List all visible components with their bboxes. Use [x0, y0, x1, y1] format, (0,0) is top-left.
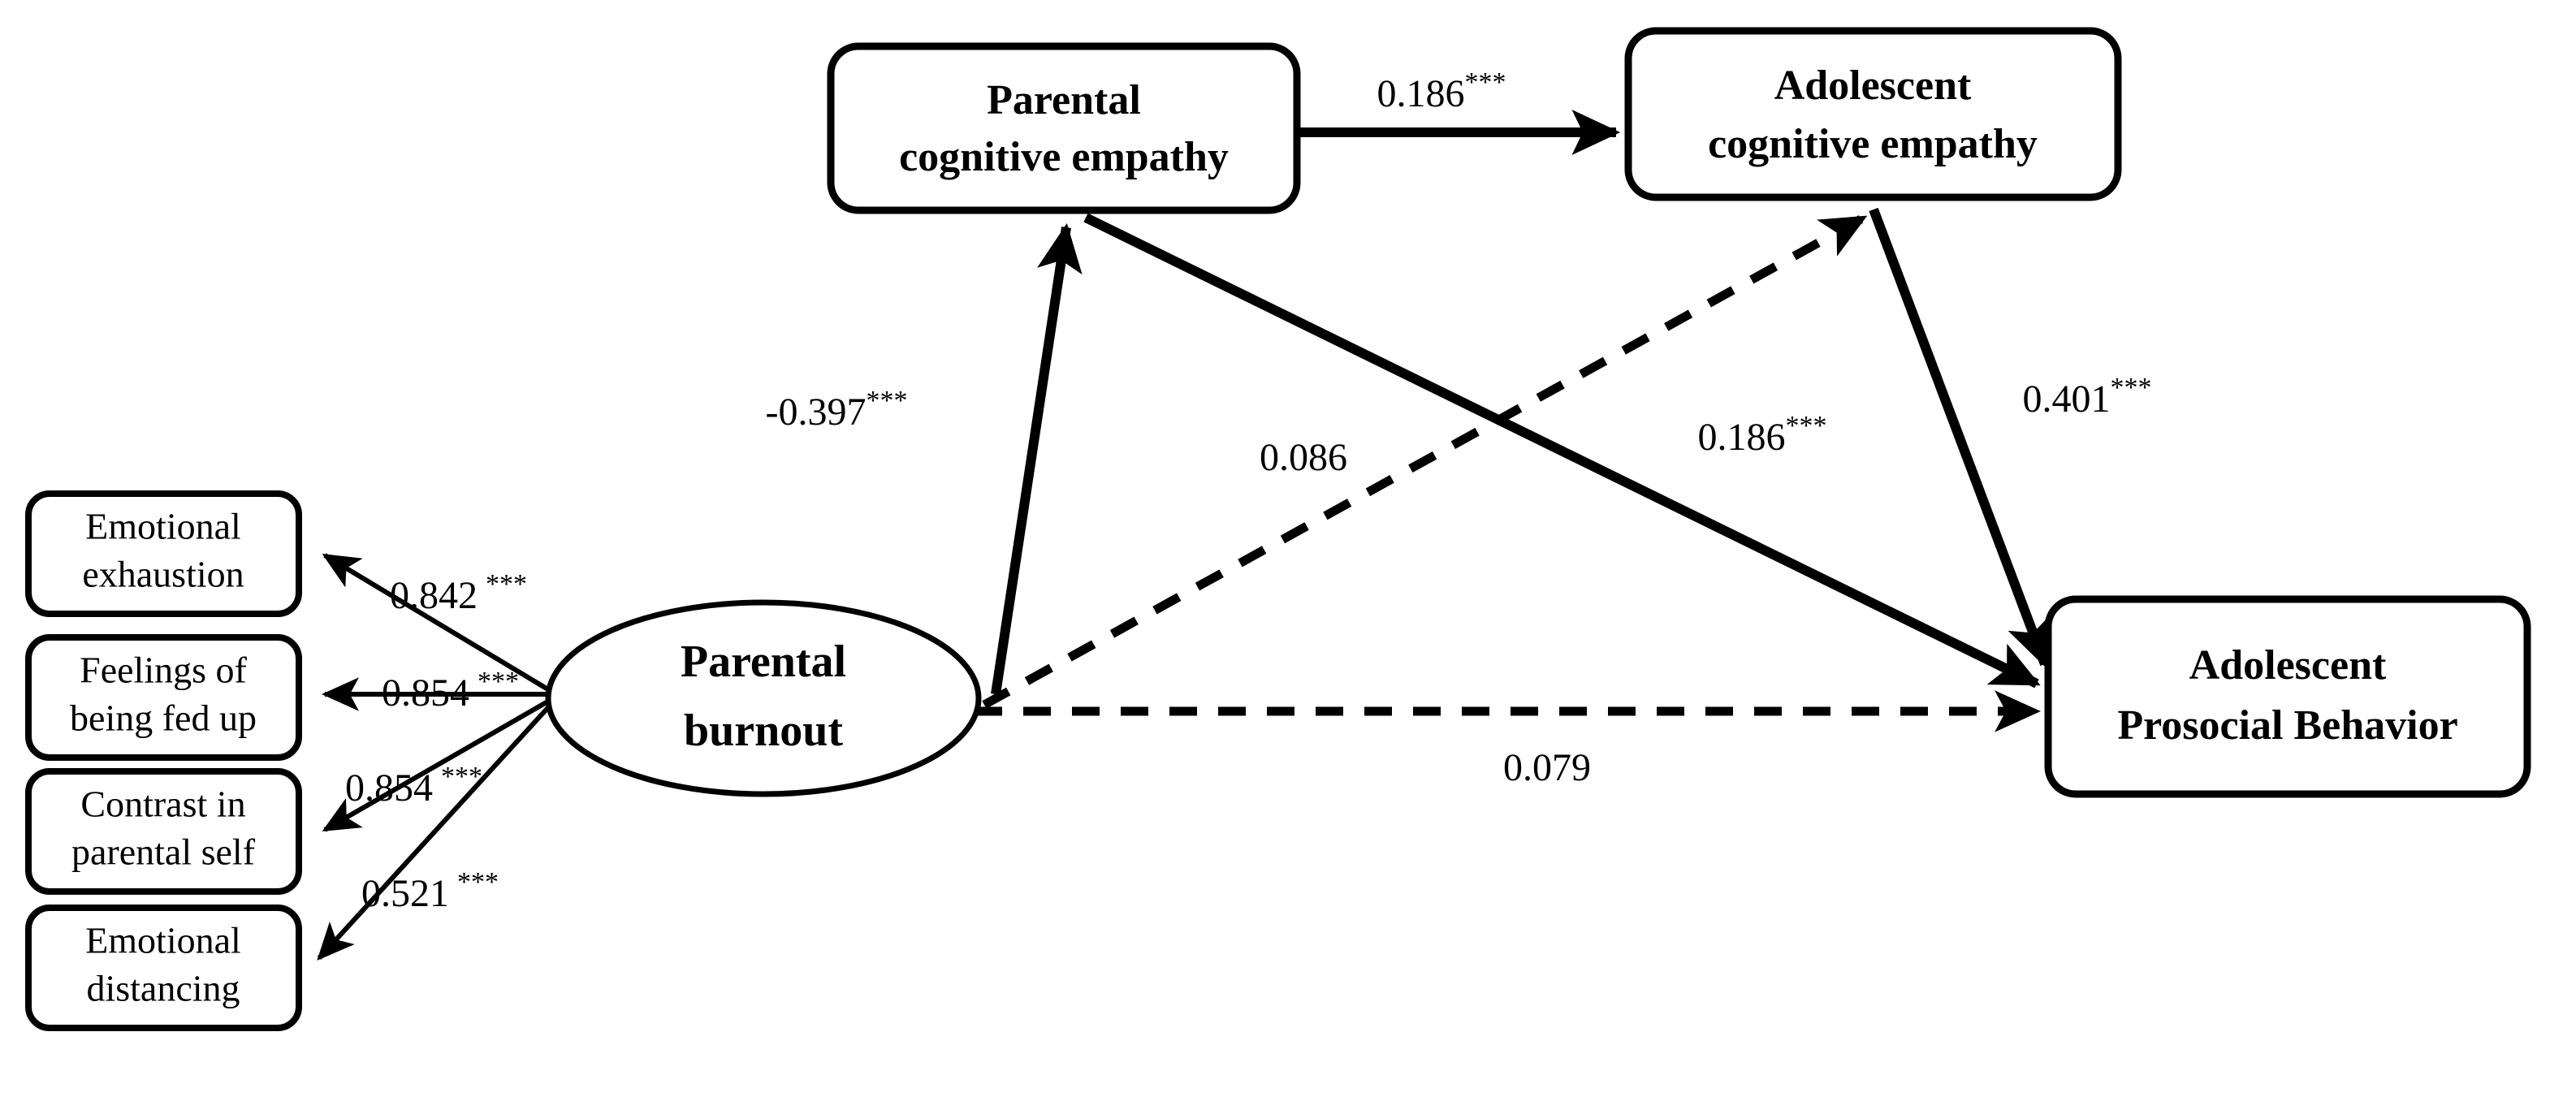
loading-arrow-contrast-parental-self — [322, 697, 552, 832]
node-parental-cognitive-empathy[interactable] — [827, 42, 1301, 214]
node-contrast-in-parental-self[interactable] — [25, 768, 302, 895]
node-adolescent-prosocial-behavior-line1: Adolescent — [2189, 642, 2387, 689]
node-emotional-distancing[interactable] — [25, 905, 302, 1031]
node-contrast-in-parental-self-line2: parental self — [71, 831, 256, 873]
coef-value: 0.186 — [1377, 72, 1465, 115]
coef-value: 0.842 — [390, 574, 478, 617]
node-parental-burnout-line1: Parental — [681, 637, 846, 687]
coef-value: 0.854 — [382, 671, 469, 715]
coef-parental-empathy-to-prosocial: 0.186*** — [1698, 411, 1827, 459]
node-emotional-exhaustion-line1: Emotional — [85, 506, 241, 547]
path-burnout-to-adolescent-empathy-dashed — [982, 214, 1868, 709]
coef-value: 0.086 — [1260, 436, 1347, 479]
coef-parental-empathy-to-adolescent-empathy: 0.186*** — [1377, 67, 1506, 115]
node-emotional-exhaustion-line2: exhaustion — [82, 554, 244, 595]
coef-stars: *** — [866, 386, 907, 416]
coef-adolescent-empathy-to-prosocial: 0.401*** — [2023, 373, 2152, 421]
node-feelings-of-being-fed-up[interactable] — [25, 634, 302, 761]
path-adolescent-empathy-to-prosocial — [1869, 207, 2051, 668]
coef-loading-contrast-parental-self: 0.854 *** — [345, 762, 482, 810]
loading-arrow-emotional-distancing — [317, 702, 553, 961]
coef-stars: *** — [2111, 373, 2152, 403]
coef-burnout-to-parental-empathy: -0.397*** — [766, 386, 908, 434]
node-feelings-of-being-fed-up-line2: being fed up — [70, 697, 257, 739]
coef-loading-emotional-exhaustion: 0.842 *** — [390, 569, 527, 617]
coef-stars: *** — [441, 762, 482, 792]
coef-stars: *** — [1786, 411, 1827, 441]
coef-loading-emotional-distancing: 0.521 *** — [361, 867, 499, 915]
path-parental-empathy-to-prosocial — [1083, 213, 2041, 689]
node-emotional-exhaustion[interactable] — [25, 490, 302, 617]
loading-arrow-emotional-exhaustion — [322, 553, 552, 693]
node-parental-cognitive-empathy-line2: cognitive empathy — [899, 134, 1229, 180]
coef-burnout-to-prosocial: 0.079 — [1503, 746, 1591, 789]
node-adolescent-cognitive-empathy-line1: Adolescent — [1774, 63, 1972, 109]
node-parental-burnout-line2: burnout — [684, 706, 843, 756]
node-parental-burnout[interactable] — [545, 599, 982, 797]
node-parental-cognitive-empathy-line1: Parental — [987, 77, 1141, 123]
node-emotional-distancing-line1: Emotional — [85, 920, 241, 961]
coef-value: 0.186 — [1698, 416, 1786, 459]
node-adolescent-prosocial-behavior[interactable] — [2044, 595, 2531, 798]
coef-stars: *** — [1465, 67, 1506, 97]
coef-loading-feelings-fed-up: 0.854 *** — [382, 667, 519, 715]
coef-value: -0.397 — [766, 391, 867, 434]
coef-stars: *** — [457, 867, 499, 897]
node-emotional-distancing-line2: distancing — [86, 968, 240, 1009]
path-burnout-to-parental-empathy — [991, 222, 1083, 695]
coef-value: 0.521 — [361, 872, 449, 915]
node-adolescent-cognitive-empathy-line2: cognitive empathy — [1708, 121, 2038, 167]
coef-value: 0.854 — [345, 766, 433, 810]
coef-burnout-to-adolescent-empathy: 0.086 — [1260, 436, 1347, 479]
coef-stars: *** — [486, 569, 527, 599]
coef-value: 0.401 — [2023, 378, 2111, 421]
node-adolescent-cognitive-empathy[interactable] — [1624, 27, 2122, 201]
node-feelings-of-being-fed-up-line1: Feelings of — [80, 650, 247, 691]
node-contrast-in-parental-self-line1: Contrast in — [80, 784, 245, 825]
coef-value: 0.079 — [1503, 746, 1591, 789]
coef-stars: *** — [478, 667, 519, 697]
node-adolescent-prosocial-behavior-line2: Prosocial Behavior — [2117, 702, 2457, 749]
